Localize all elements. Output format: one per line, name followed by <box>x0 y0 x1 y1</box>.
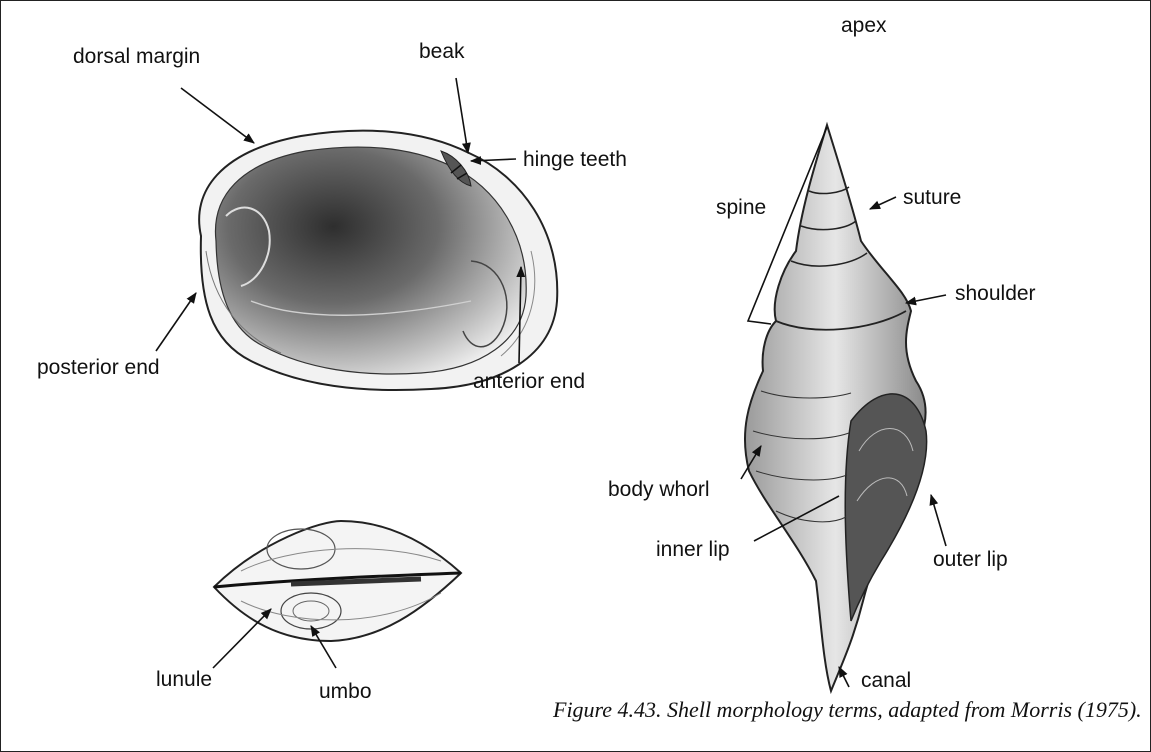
label-spine: spine <box>716 197 766 218</box>
leader-suture <box>870 197 896 209</box>
gastropod-shell <box>745 125 927 691</box>
bivalve-inner-view <box>199 131 557 390</box>
label-anterior-end: anterior end <box>473 371 585 392</box>
figure-caption: Figure 4.43. Shell morphology terms, ada… <box>553 699 1142 721</box>
label-shoulder: shoulder <box>955 283 1036 304</box>
label-hinge-teeth: hinge teeth <box>523 149 627 170</box>
gastropod-aperture <box>845 394 926 621</box>
label-lunule: lunule <box>156 669 212 690</box>
label-umbo: umbo <box>319 681 372 702</box>
label-outer-lip: outer lip <box>933 549 1008 570</box>
label-body-whorl: body whorl <box>608 479 710 500</box>
label-suture: suture <box>903 187 961 208</box>
label-beak: beak <box>419 41 465 62</box>
label-canal: canal <box>861 670 911 691</box>
leader-dorsal-margin <box>181 88 254 143</box>
leader-outer-lip <box>931 495 946 546</box>
leader-posterior-end <box>156 293 196 351</box>
leader-lunule <box>213 609 271 668</box>
label-apex: apex <box>841 15 887 36</box>
label-posterior-end: posterior end <box>37 357 160 378</box>
bivalve-dorsal-view <box>214 521 461 641</box>
label-inner-lip: inner lip <box>656 539 730 560</box>
leader-shoulder <box>906 295 946 303</box>
leader-beak <box>456 78 468 153</box>
leader-canal <box>839 667 849 687</box>
label-dorsal-margin: dorsal margin <box>73 46 200 67</box>
